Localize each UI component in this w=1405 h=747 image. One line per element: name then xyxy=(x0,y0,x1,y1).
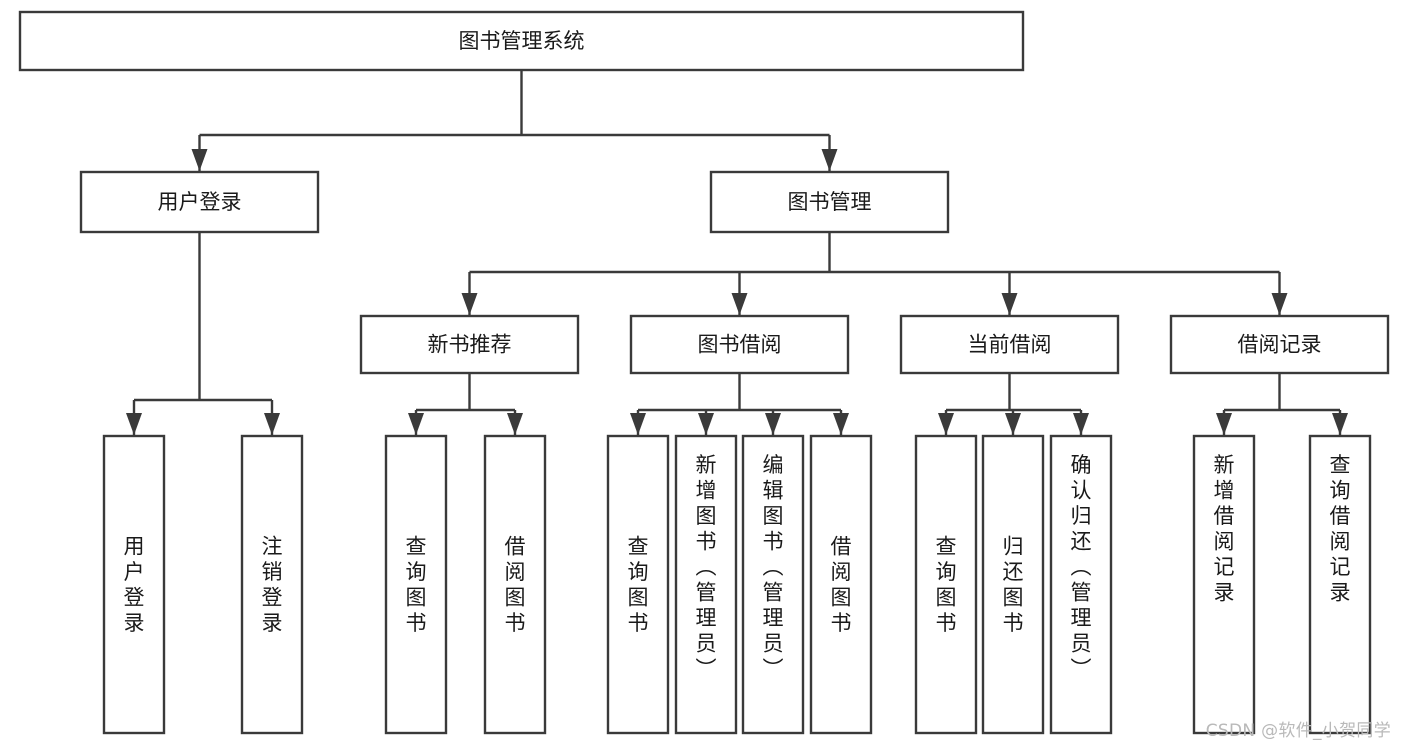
node-level2-0[interactable]: 用户登录 xyxy=(79,170,320,234)
arrow-head-icon xyxy=(507,413,523,435)
node-label: 查询图书 xyxy=(936,534,957,635)
node-label: 用户登录 xyxy=(158,190,242,214)
node-box xyxy=(384,434,448,735)
node-leaf-9[interactable]: 归还图书 xyxy=(981,434,1045,735)
node-box xyxy=(606,434,670,735)
node-label: 借阅记录 xyxy=(1238,333,1322,357)
node-label: 查询借阅记录 xyxy=(1330,453,1351,605)
node-box xyxy=(240,434,304,735)
node-leaf-10[interactable]: 确认归还︵管理员︶ xyxy=(1049,434,1113,735)
node-layer: 图书管理系统用户登录图书管理新书推荐图书借阅当前借阅借阅记录用户登录注销登录查询… xyxy=(18,10,1390,735)
arrow-head-icon xyxy=(408,413,424,435)
node-leaf-5[interactable]: 新增图书︵管理员︶ xyxy=(674,434,738,735)
arrow-head-icon xyxy=(461,293,478,315)
node-leaf-7[interactable]: 借阅图书 xyxy=(809,434,873,735)
arrow-head-icon xyxy=(698,413,714,435)
arrow-head-icon xyxy=(264,413,280,435)
arrow-head-icon xyxy=(1271,293,1288,315)
arrow-head-icon xyxy=(630,413,646,435)
node-box xyxy=(899,314,1120,375)
node-leaf-3[interactable]: 借阅图书 xyxy=(483,434,547,735)
node-box xyxy=(1169,314,1390,375)
node-label: 当前借阅 xyxy=(968,333,1052,357)
node-leaf-0[interactable]: 用户登录 xyxy=(102,434,166,735)
node-box xyxy=(1049,434,1113,735)
node-box xyxy=(79,170,320,234)
node-leaf-1[interactable]: 注销登录 xyxy=(240,434,304,735)
node-level3-3[interactable]: 借阅记录 xyxy=(1169,314,1390,375)
node-label: 新书推荐 xyxy=(428,333,512,357)
node-leaf-8[interactable]: 查询图书 xyxy=(914,434,978,735)
connector-layer xyxy=(126,70,1348,435)
node-label: 注销登录 xyxy=(262,534,283,635)
node-leaf-2[interactable]: 查询图书 xyxy=(384,434,448,735)
node-box xyxy=(674,434,738,735)
node-label: 编辑图书︵管理员︶ xyxy=(763,453,784,681)
arrow-head-icon xyxy=(731,293,748,315)
node-leaf-11[interactable]: 新增借阅记录 xyxy=(1192,434,1256,735)
arrow-head-icon xyxy=(1216,413,1232,435)
node-box xyxy=(629,314,850,375)
node-box xyxy=(1308,434,1372,735)
node-label: 图书管理系统 xyxy=(459,29,585,53)
node-leaf-6[interactable]: 编辑图书︵管理员︶ xyxy=(741,434,805,735)
watermark-text: CSDN @软件_小贺同学 xyxy=(1205,721,1391,741)
arrow-head-icon xyxy=(191,149,208,171)
node-label: 借阅图书 xyxy=(831,534,852,635)
node-label: 查询图书 xyxy=(628,534,649,635)
node-box xyxy=(914,434,978,735)
arrow-head-icon xyxy=(1332,413,1348,435)
node-level3-0[interactable]: 新书推荐 xyxy=(359,314,580,375)
node-leaf-4[interactable]: 查询图书 xyxy=(606,434,670,735)
node-box xyxy=(709,170,950,234)
node-box xyxy=(483,434,547,735)
node-level3-2[interactable]: 当前借阅 xyxy=(899,314,1120,375)
node-label: 新增借阅记录 xyxy=(1214,453,1235,605)
node-leaf-12[interactable]: 查询借阅记录 xyxy=(1308,434,1372,735)
arrow-head-icon xyxy=(765,413,781,435)
node-label: 图书管理 xyxy=(788,190,872,214)
arrow-head-icon xyxy=(1005,413,1021,435)
arrow-head-icon xyxy=(126,413,142,435)
node-level2-1[interactable]: 图书管理 xyxy=(709,170,950,234)
node-label: 新增图书︵管理员︶ xyxy=(696,453,717,681)
node-level3-1[interactable]: 图书借阅 xyxy=(629,314,850,375)
node-label: 查询图书 xyxy=(406,534,427,635)
node-label: 归还图书 xyxy=(1003,534,1024,635)
node-root-0[interactable]: 图书管理系统 xyxy=(18,10,1025,72)
arrow-head-icon xyxy=(1001,293,1018,315)
node-box xyxy=(809,434,873,735)
node-label: 用户登录 xyxy=(124,534,145,635)
arrow-head-icon xyxy=(1073,413,1089,435)
arrow-head-icon xyxy=(833,413,849,435)
node-box xyxy=(359,314,580,375)
node-box xyxy=(1192,434,1256,735)
node-box xyxy=(102,434,166,735)
arrow-head-icon xyxy=(821,149,838,171)
node-box xyxy=(981,434,1045,735)
arrow-head-icon xyxy=(938,413,954,435)
node-label: 图书借阅 xyxy=(698,333,782,357)
node-label: 借阅图书 xyxy=(505,534,526,635)
node-box xyxy=(741,434,805,735)
node-label: 确认归还︵管理员︶ xyxy=(1071,453,1092,681)
node-box xyxy=(18,10,1025,72)
